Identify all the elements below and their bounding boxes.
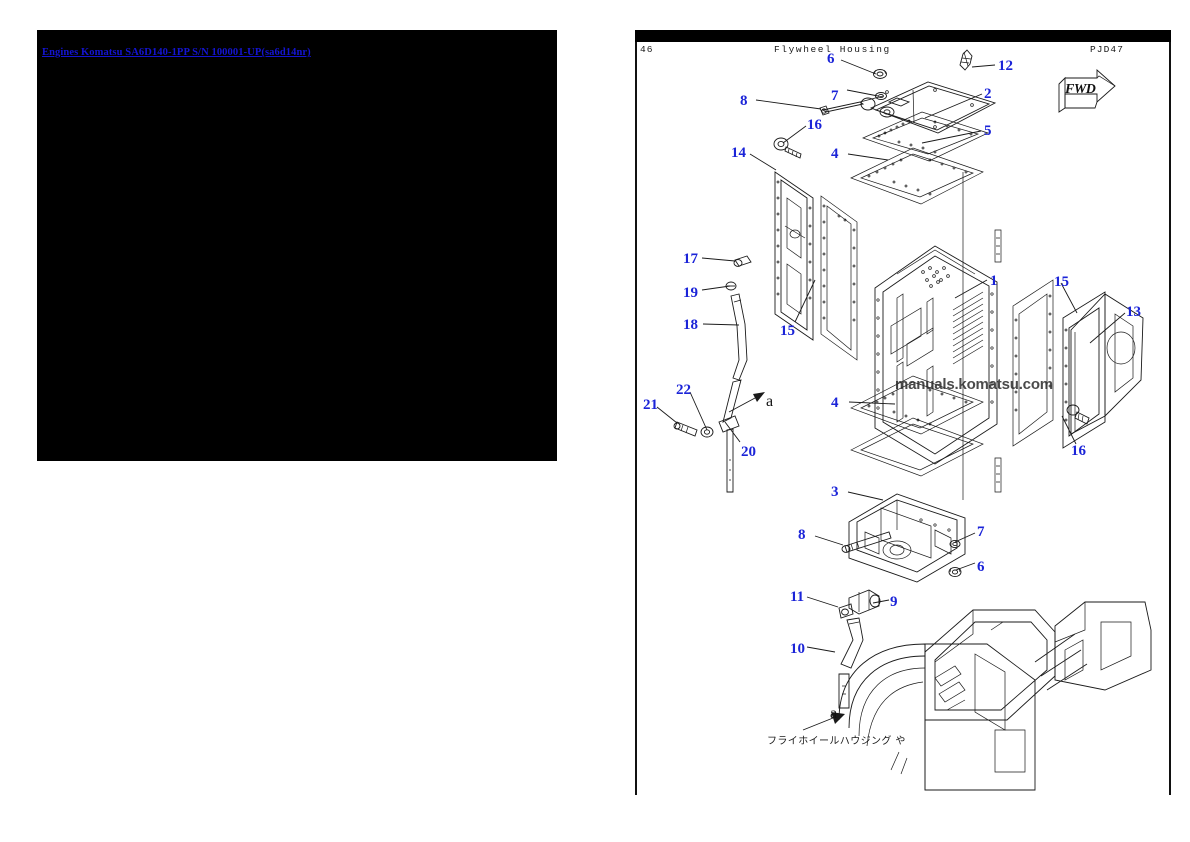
leader-line-7 [954,532,976,543]
part-fitting-9 [848,589,881,615]
callout-10: 10 [790,641,805,657]
leader-line-13 [1089,312,1126,344]
leader-line-16 [782,125,807,144]
leader-line-15 [1060,282,1078,314]
fwd-orientation-badge: FWD [1057,68,1119,116]
callout-13: 13 [1126,304,1141,320]
callout-14: 14 [731,145,746,161]
exploded-assembly-drawing [673,49,1152,791]
callout-2: 2 [984,86,992,102]
leader-line-18 [702,323,740,326]
japanese-caption: フライホイールハウジング や [767,736,906,747]
section-arrow-a-lower [802,712,845,731]
callout-6: 6 [977,559,985,575]
parts-catalog-page: 46 Flywheel Housing PJD47 [635,30,1171,795]
leader-line-14 [749,153,777,171]
leader-line-20 [724,421,741,443]
page-border-right [1169,42,1171,795]
callout-leader-lines [656,59,1126,653]
leader-line-15 [794,279,816,323]
page-section-title: Flywheel Housing [774,44,891,55]
callout-18: 18 [683,317,698,333]
callout-6: 6 [827,51,835,67]
page-border-left [635,42,637,795]
page-number: 46 [640,44,654,55]
part-bolt-16-lower [1066,404,1090,425]
leader-line-21 [656,406,678,424]
leader-line-2 [924,93,983,119]
leader-line-16 [1061,415,1077,445]
leader-line-3 [847,491,884,501]
part-washer-6 [873,69,887,79]
part-gasket-lower-second [850,417,984,477]
callout-19: 19 [683,285,698,301]
part-washer-7 [875,92,887,100]
part-washer-7-lower [949,539,961,549]
leader-line-8 [814,535,844,546]
part-cover-14 [774,171,814,341]
callout-9: 9 [890,594,898,610]
callout-17: 17 [683,251,698,267]
leader-line-5 [921,130,982,144]
section-arrow-a-upper [728,392,765,413]
part-hose-10 [838,617,864,709]
leader-line-19 [701,285,731,291]
callout-11: 11 [790,589,805,605]
callout-7: 7 [831,88,839,104]
callout-21: 21 [643,397,658,413]
leader-line-17 [701,257,736,262]
document-viewer-panel: Engines Komatsu SA6D140-1PP S/N 100001-U… [37,30,557,461]
leader-line-1 [954,279,988,299]
callout-12: 12 [998,58,1013,74]
document-title-link[interactable]: Engines Komatsu SA6D140-1PP S/N 100001-U… [42,47,311,58]
leader-line-10 [806,646,836,653]
leader-line-22 [689,391,708,431]
part-engine-block [838,601,1152,791]
part-gasket-5 [862,111,989,162]
leader-line-8 [755,99,822,110]
leader-line-12 [971,64,996,68]
part-dowel-column [962,172,1002,500]
part-bolt-8 [819,95,884,116]
callout-3: 3 [831,484,839,500]
part-clip-12 [959,49,973,71]
part-cover-2 [860,81,997,134]
callout-8: 8 [740,93,748,109]
leader-line-7 [846,89,879,97]
leader-line-4 [848,401,896,405]
callout-15: 15 [1054,274,1069,290]
callout-15: 15 [780,323,795,339]
callout-16: 16 [1071,443,1086,459]
watermark-text: manuals.komatsu.com [895,376,1053,393]
part-housing-1 [874,245,998,465]
callout-7: 7 [977,524,985,540]
part-pan-3 [848,493,966,583]
part-bolt-8-lower [841,531,892,553]
leader-line-11 [806,596,839,608]
part-gasket-15-left [820,195,858,361]
callout-22: 22 [676,382,691,398]
section-marker-a: a [766,393,774,410]
part-gasket-15-right [1012,279,1054,447]
drawing-code: PJD47 [1090,44,1125,55]
callout-8: 8 [798,527,806,543]
part-bolt-16-upper [773,137,802,159]
page-top-bar [635,30,1171,42]
section-marker-a: a [830,705,838,722]
callout-5: 5 [984,123,992,139]
callout-4: 4 [831,395,839,411]
leader-line-6 [840,59,877,75]
leader-line-9 [872,599,890,604]
callout-1: 1 [990,273,998,289]
callout-16: 16 [807,117,822,133]
callout-4: 4 [831,146,839,162]
part-gasket-4-upper [850,147,984,205]
leader-line-4 [847,153,889,161]
fwd-label: FWD [1065,82,1096,97]
leader-line-6 [955,562,976,571]
callout-20: 20 [741,444,756,460]
part-washer-11 [838,603,854,619]
fwd-arrow-icon [1058,68,1116,113]
